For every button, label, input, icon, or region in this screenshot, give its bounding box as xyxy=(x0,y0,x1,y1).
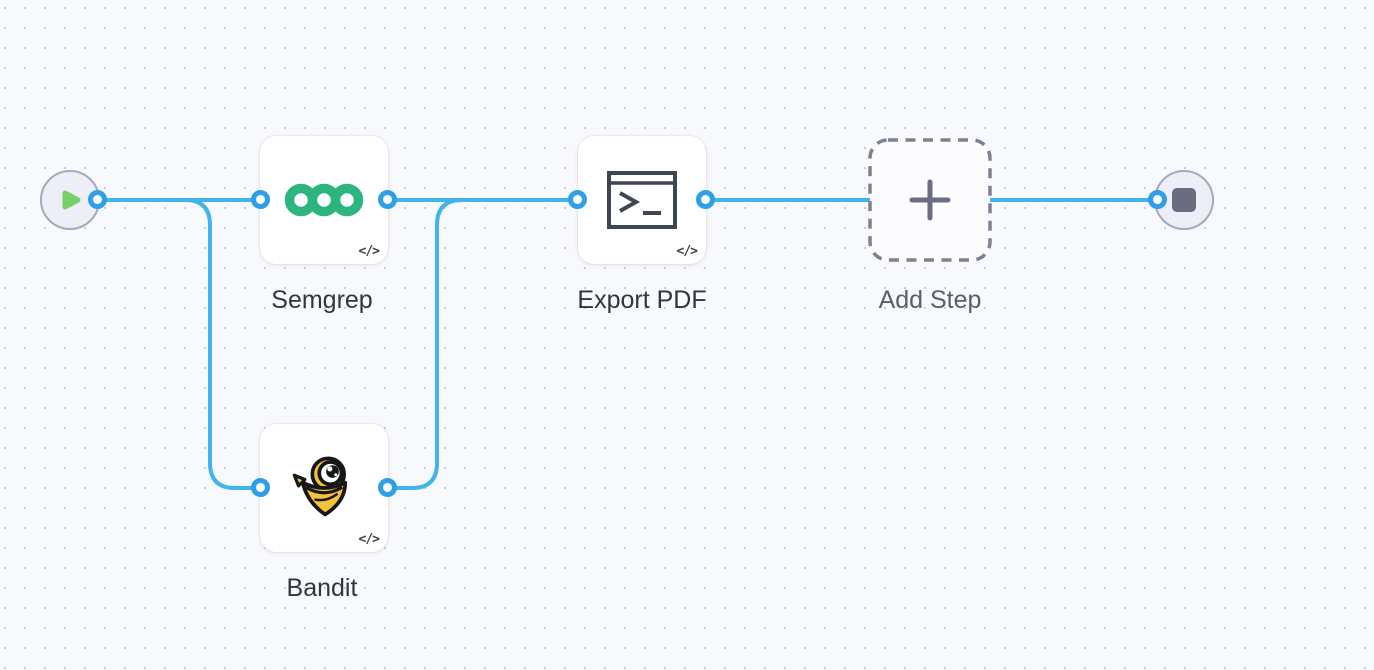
node-label-semgrep: Semgrep xyxy=(271,286,373,314)
node-label-export-pdf: Export PDF xyxy=(577,286,707,314)
code-icon: </> xyxy=(358,532,381,547)
end-node[interactable] xyxy=(1154,170,1214,230)
code-icon: </> xyxy=(358,244,381,259)
node-label-add-step: Add Step xyxy=(878,286,982,314)
node-label-bandit: Bandit xyxy=(286,574,358,602)
plus-icon xyxy=(909,179,951,221)
port-bandit-output[interactable] xyxy=(378,478,397,497)
add-step-node[interactable] xyxy=(866,136,994,264)
port-semgrep-input[interactable] xyxy=(251,190,270,209)
port-end-input[interactable] xyxy=(1148,190,1167,209)
stop-icon xyxy=(1172,188,1196,212)
terminal-icon xyxy=(607,171,677,229)
port-export-pdf-input[interactable] xyxy=(568,190,587,209)
port-start-output[interactable] xyxy=(88,190,107,209)
play-icon xyxy=(62,190,81,210)
edge-start-to-bandit[interactable] xyxy=(95,198,262,490)
node-bandit[interactable]: </> xyxy=(260,424,388,552)
bandit-mascot-logo xyxy=(292,456,348,517)
semgrep-rings-logo xyxy=(284,183,364,217)
node-semgrep[interactable]: </> xyxy=(260,136,388,264)
port-bandit-input[interactable] xyxy=(251,478,270,497)
port-semgrep-output[interactable] xyxy=(378,190,397,209)
code-icon: </> xyxy=(676,244,699,259)
edge-bandit-to-export[interactable] xyxy=(385,198,580,490)
node-export-pdf[interactable]: </> xyxy=(578,136,706,264)
port-export-pdf-output[interactable] xyxy=(696,190,715,209)
